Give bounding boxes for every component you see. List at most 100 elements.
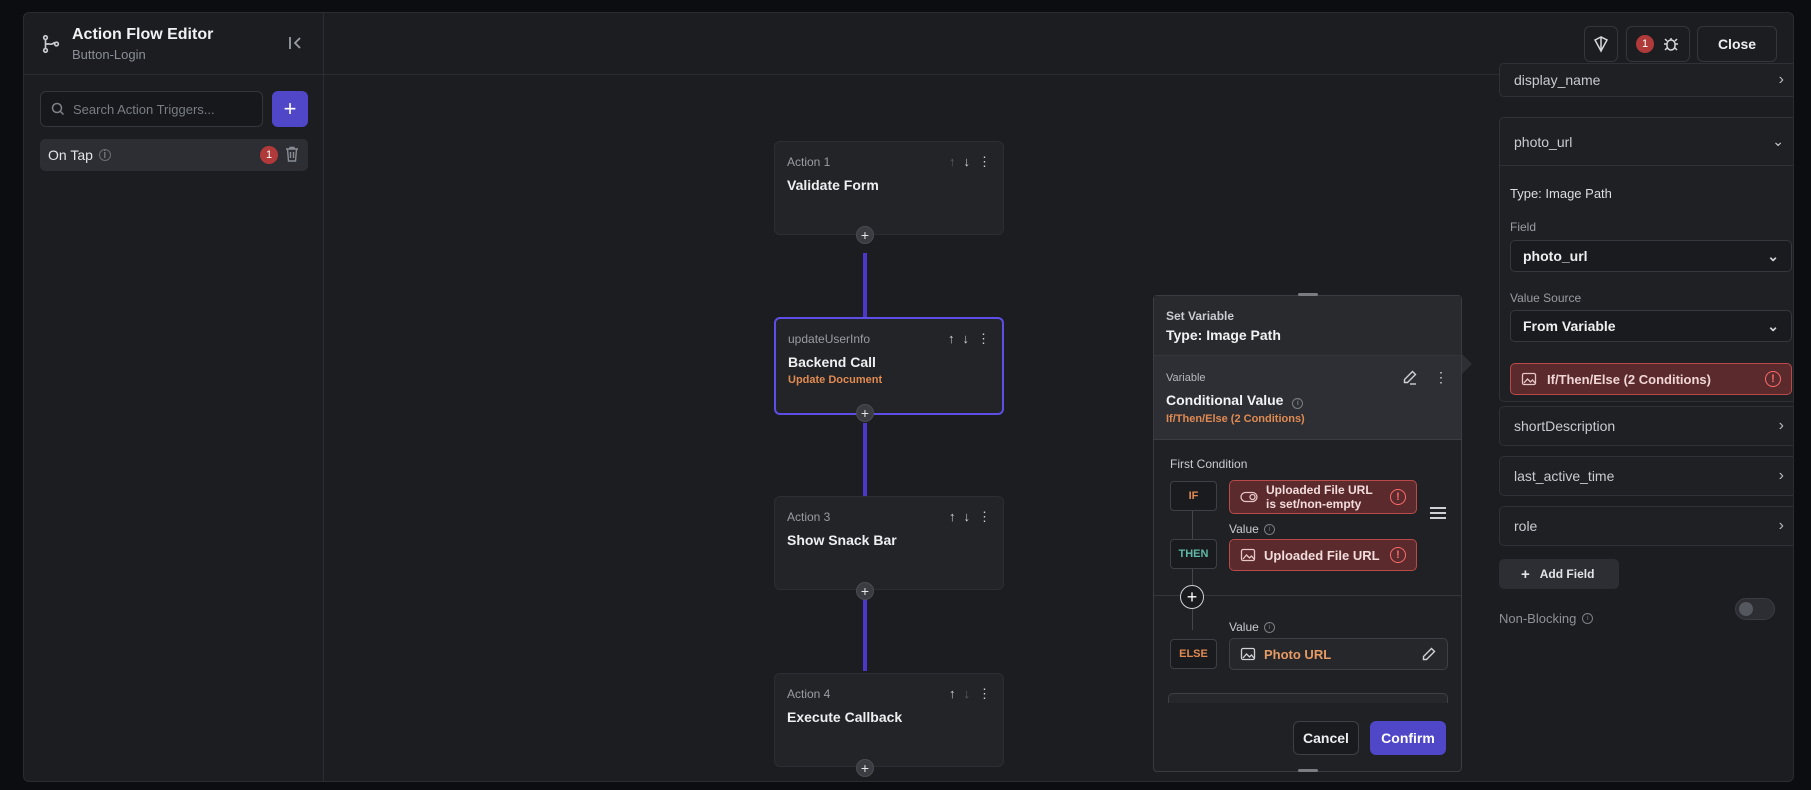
image-icon	[1240, 548, 1256, 562]
value-label-text: Value	[1229, 620, 1259, 634]
debug-button[interactable]: 1	[1626, 26, 1690, 62]
info-icon[interactable]: i	[1292, 398, 1304, 409]
confirm-button[interactable]: Confirm	[1370, 721, 1446, 755]
condition-divider	[1154, 595, 1461, 596]
edit-icon[interactable]	[1402, 369, 1418, 385]
node-label: Action 3	[787, 510, 831, 524]
value-source-label: Value Source	[1510, 291, 1582, 305]
value-source-value: From Variable	[1523, 318, 1616, 334]
editor-header: Action Flow Editor Button-Login 1 Close	[24, 13, 1793, 75]
expanded-field-header[interactable]: photo_url ⌄	[1500, 118, 1793, 166]
editor-title: Action Flow Editor	[72, 26, 214, 43]
collapse-panel-icon[interactable]	[286, 33, 306, 53]
variable-value-chip[interactable]: If/Then/Else (2 Conditions) !	[1510, 363, 1792, 395]
image-icon	[1521, 372, 1537, 386]
if-condition-chip[interactable]: Uploaded File URL is set/non-empty !	[1229, 480, 1417, 514]
add-condition-button[interactable]: +	[1180, 585, 1204, 609]
field-row-last-active-time[interactable]: last_active_time ›	[1499, 456, 1793, 496]
field-type-label: Type: Image Path	[1510, 186, 1612, 201]
info-icon[interactable]: i	[1263, 523, 1275, 535]
variable-name-text: Conditional Value	[1166, 392, 1284, 408]
trash-icon[interactable]	[285, 146, 299, 162]
node-name: Backend Call	[788, 354, 876, 370]
flow-canvas: Action 1 Validate Form ↑↓⋮ + updateUserI…	[324, 75, 1793, 781]
popup-type: Type: Image Path	[1166, 327, 1281, 343]
chevron-down-icon: ⌄	[1767, 317, 1779, 334]
node-controls: ↑↓⋮	[949, 686, 991, 702]
toggle-icon	[1240, 491, 1258, 503]
resize-handle-top[interactable]	[1298, 293, 1318, 296]
move-up-icon[interactable]: ↑	[949, 686, 956, 701]
plus-icon: +	[1521, 565, 1530, 583]
field-row-role[interactable]: role ›	[1499, 506, 1793, 546]
field-name: display_name	[1514, 72, 1601, 88]
more-icon[interactable]: ⋮	[1434, 369, 1448, 385]
conditional-value-popup: Set Variable Type: Image Path Variable C…	[1153, 293, 1462, 772]
more-icon[interactable]: ⋮	[978, 509, 991, 524]
value-source-select[interactable]: From Variable ⌄	[1510, 310, 1792, 342]
more-icon[interactable]: ⋮	[977, 331, 990, 346]
drag-handle-icon[interactable]	[1430, 507, 1446, 519]
action-flow-icon	[42, 34, 60, 54]
edit-icon[interactable]	[1421, 646, 1437, 662]
info-icon[interactable]: i	[98, 149, 111, 161]
add-action-icon[interactable]: +	[856, 759, 874, 777]
move-up-icon: ↑	[949, 154, 956, 169]
flow-connector	[863, 597, 867, 671]
trigger-error-badge: 1	[260, 146, 278, 164]
action-node-3[interactable]: Action 3 Show Snack Bar ↑ ↓ ⋮	[774, 496, 1004, 590]
trigger-item-on-tap[interactable]: On Tap i 1	[40, 139, 308, 171]
chevron-down-icon: ⌄	[1772, 133, 1784, 149]
add-trigger-button[interactable]: +	[272, 91, 308, 127]
more-icon[interactable]: ⋮	[978, 154, 991, 169]
field-settings-panel: display_name › photo_url ⌄ Type: Image P…	[1479, 63, 1793, 781]
action-node-2[interactable]: updateUserInfo Backend Call Update Docum…	[774, 317, 1004, 415]
move-down-icon[interactable]: ↓	[963, 509, 971, 524]
next-section-edge	[1168, 693, 1448, 703]
field-select[interactable]: photo_url ⌄	[1510, 240, 1792, 272]
left-panel-divider	[323, 13, 324, 781]
node-label: updateUserInfo	[788, 332, 871, 346]
variable-value-text: If/Then/Else (2 Conditions)	[1547, 371, 1711, 387]
then-value-chip[interactable]: Uploaded File URL !	[1229, 539, 1417, 571]
field-name: last_active_time	[1514, 468, 1615, 484]
field-row-display-name[interactable]: display_name ›	[1499, 63, 1793, 97]
then-keyword: THEN	[1170, 539, 1217, 569]
close-button[interactable]: Close	[1697, 26, 1777, 62]
action-node-4[interactable]: Action 4 Execute Callback ↑↓⋮	[774, 673, 1004, 767]
action-node-1[interactable]: Action 1 Validate Form ↑↓⋮	[774, 141, 1004, 235]
field-name: photo_url	[1514, 133, 1573, 150]
node-name: Execute Callback	[787, 709, 903, 725]
search-triggers-input[interactable]	[73, 101, 243, 117]
field-row-short-description[interactable]: shortDescription ›	[1499, 406, 1793, 446]
popup-pointer	[1462, 354, 1472, 374]
info-icon[interactable]: i	[1263, 621, 1275, 633]
resize-handle-bottom[interactable]	[1298, 769, 1318, 772]
ai-assist-button[interactable]	[1584, 26, 1618, 62]
chevron-right-icon: ›	[1778, 417, 1784, 434]
move-down-icon[interactable]: ↓	[962, 331, 970, 346]
search-box	[40, 91, 263, 127]
add-action-icon[interactable]: +	[856, 226, 874, 244]
move-up-icon[interactable]: ↑	[949, 509, 956, 524]
add-field-button[interactable]: + Add Field	[1499, 559, 1619, 589]
cancel-button[interactable]: Cancel	[1293, 721, 1359, 755]
trigger-label: On Tap	[48, 147, 93, 163]
non-blocking-label: Non-Blocking	[1499, 611, 1577, 626]
non-blocking-toggle[interactable]	[1735, 598, 1775, 620]
move-up-icon[interactable]: ↑	[948, 331, 955, 346]
node-name: Show Snack Bar	[787, 532, 897, 548]
flow-connector	[863, 423, 867, 497]
triggers-panel: + On Tap i 1	[24, 75, 323, 781]
info-icon[interactable]: i	[1582, 613, 1594, 624]
else-value-chip[interactable]: Photo URL	[1229, 638, 1448, 670]
more-icon[interactable]: ⋮	[978, 686, 991, 701]
move-down-icon[interactable]: ↓	[963, 154, 971, 169]
add-action-icon[interactable]: +	[856, 404, 874, 422]
add-action-icon[interactable]: +	[856, 582, 874, 600]
node-controls: ↑ ↓ ⋮	[949, 509, 991, 525]
popup-header: Set Variable Type: Image Path	[1154, 296, 1461, 356]
error-icon: !	[1390, 489, 1406, 505]
